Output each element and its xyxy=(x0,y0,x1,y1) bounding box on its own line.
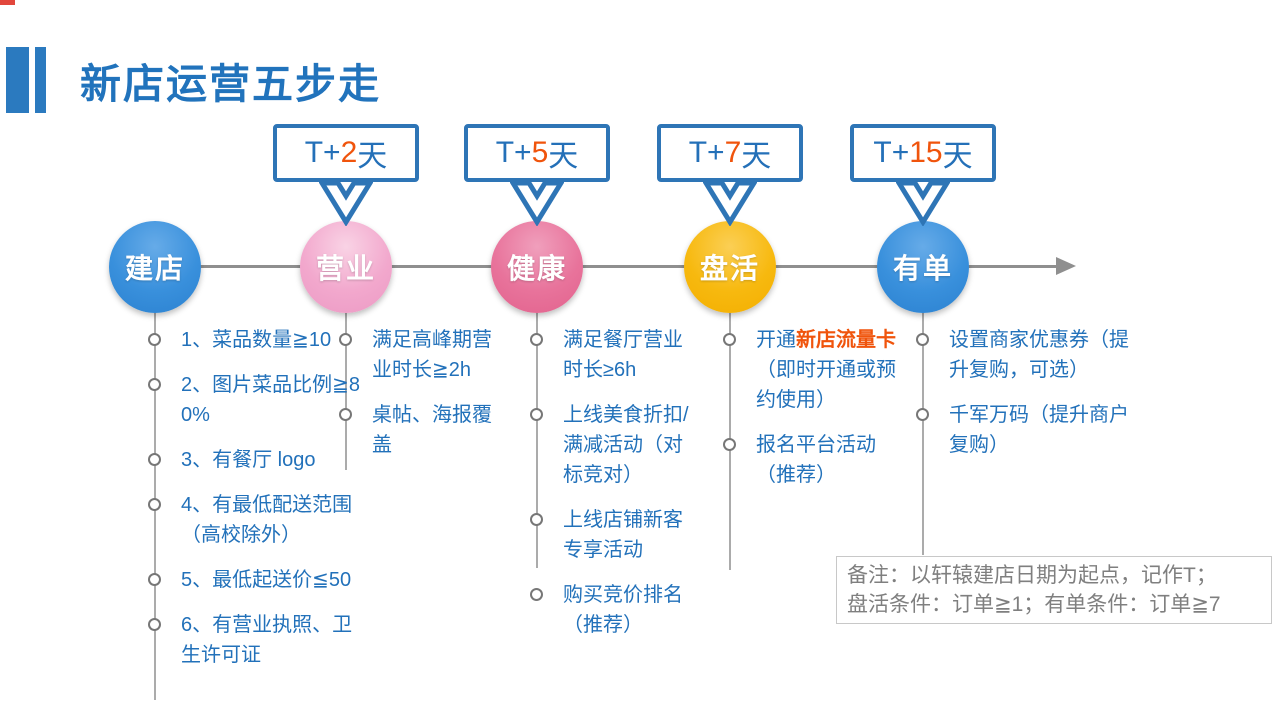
stage-items-column-4: 设置商家优惠券（提升复购，可选） 千军万码（提升商户复购） xyxy=(916,325,1141,475)
timeline-arrowhead-icon xyxy=(1056,257,1076,275)
callout-down-arrow-icon xyxy=(510,180,564,226)
stage-circle-1: 营业 xyxy=(300,221,392,313)
callout-text: 15 xyxy=(909,136,943,169)
ring-marker-icon xyxy=(148,453,161,466)
stage-circle-3: 盘活 xyxy=(684,221,776,313)
stage-items-column-1: 满足高峰期营业时长≧2h 桌帖、海报覆盖 xyxy=(339,325,504,475)
stage-items-column-0: 1、菜品数量≧10 2、图片菜品比例≧80% 3、有餐厅 logo 4、有最低配送范围… xyxy=(148,325,363,685)
callout-text: 天 xyxy=(548,140,579,173)
callout-text: 7 xyxy=(724,136,742,169)
item-text: 2、图片菜品比例≧80% xyxy=(181,374,361,426)
callout-text: T+ xyxy=(495,136,532,169)
stage-label: 盘活 xyxy=(699,253,760,284)
item-text: 4、有最低配送范围（高校除外） xyxy=(181,494,353,546)
stage-item: 桌帖、海报覆盖 xyxy=(339,400,504,460)
callout-down-arrow-icon xyxy=(896,180,950,226)
item-text: 桌帖、海报覆盖 xyxy=(372,404,492,456)
item-text: 满足餐厅营业时长≥6h xyxy=(563,329,683,381)
ring-marker-icon xyxy=(530,408,543,421)
page-title: 新店运营五步走 xyxy=(80,61,381,107)
callout-text: 5 xyxy=(531,136,549,169)
ring-marker-icon xyxy=(916,408,929,421)
stage-item: 4、有最低配送范围（高校除外） xyxy=(148,490,363,550)
stage-label: 有单 xyxy=(892,253,953,284)
stage-item: 设置商家优惠券（提升复购，可选） xyxy=(916,325,1141,385)
stage-item: 开通新店流量卡 （即时开通或预约使用） xyxy=(723,325,908,415)
stage-item: 上线店铺新客专享活动 xyxy=(530,505,697,565)
callout-text: 天 xyxy=(942,140,973,173)
item-text: 报名平台活动（推荐） xyxy=(756,434,876,486)
stage-item: 2、图片菜品比例≧80% xyxy=(148,370,363,430)
ring-marker-icon xyxy=(339,408,352,421)
title-accent-bar-narrow xyxy=(35,47,46,113)
callout-text: 2 xyxy=(340,136,358,169)
timeline-axis xyxy=(155,265,1058,268)
ring-marker-icon xyxy=(530,513,543,526)
item-text: 6、有营业执照、卫生许可证 xyxy=(181,614,353,666)
callout-text: T+ xyxy=(688,136,725,169)
stage-label: 建店 xyxy=(124,253,185,284)
item-text: 设置商家优惠券（提升复购，可选） xyxy=(949,329,1129,381)
ring-marker-icon xyxy=(530,333,543,346)
stage-connector-line xyxy=(345,313,347,470)
ring-marker-icon xyxy=(916,333,929,346)
callout-text: 天 xyxy=(357,140,388,173)
item-text: 开通 xyxy=(756,329,796,351)
stage-label: 营业 xyxy=(315,253,376,284)
stage-circle-4: 有单 xyxy=(877,221,969,313)
item-text: 购买竞价排名（推荐） xyxy=(563,584,683,636)
stage-circle-0: 建店 xyxy=(109,221,201,313)
corner-decoration xyxy=(0,0,15,5)
callout-text: T+ xyxy=(873,136,910,169)
stage-item: 满足餐厅营业时长≥6h xyxy=(530,325,697,385)
stage-connector-line xyxy=(922,313,924,555)
stage-item: 上线美食折扣/满减活动（对标竞对） xyxy=(530,400,697,490)
stage-connector-line xyxy=(536,313,538,568)
item-text: （即时开通或预约使用） xyxy=(756,359,896,411)
note-line-2: 盘活条件：订单≧1；有单条件：订单≧7 xyxy=(847,593,1221,616)
stage-item: 千军万码（提升商户复购） xyxy=(916,400,1141,460)
callout-down-arrow-icon xyxy=(319,180,373,226)
callout-text: 天 xyxy=(741,140,772,173)
note-box: 备注：以轩辕建店日期为起点，记作T； 盘活条件：订单≧1；有单条件：订单≧7 xyxy=(836,556,1272,624)
ring-marker-icon xyxy=(723,333,736,346)
stage-item: 报名平台活动（推荐） xyxy=(723,430,908,490)
stage-items-column-3: 开通新店流量卡 （即时开通或预约使用） 报名平台活动（推荐） xyxy=(723,325,908,505)
note-line-1: 备注：以轩辕建店日期为起点，记作T； xyxy=(847,564,1217,587)
stage-item: 满足高峰期营业时长≧2h xyxy=(339,325,504,385)
item-text: 1、菜品数量≧10 xyxy=(181,329,332,351)
stage-items-column-2: 满足餐厅营业时长≥6h 上线美食折扣/满减活动（对标竞对） 上线店铺新客专享活动购买… xyxy=(530,325,697,655)
ring-marker-icon xyxy=(148,618,161,631)
callout-text: T+ xyxy=(304,136,341,169)
item-text: 上线美食折扣/满减活动（对标竞对） xyxy=(563,404,689,486)
ring-marker-icon xyxy=(339,333,352,346)
ring-marker-icon xyxy=(530,588,543,601)
item-text-accent: 新店流量卡 xyxy=(796,329,896,351)
stage-label: 健康 xyxy=(506,253,567,284)
stage-item: 6、有营业执照、卫生许可证 xyxy=(148,610,363,670)
ring-marker-icon xyxy=(148,378,161,391)
item-text: 3、有餐厅 logo xyxy=(181,449,316,471)
stage-item: 购买竞价排名（推荐） xyxy=(530,580,697,640)
stage-item: 5、最低起送价≦50 xyxy=(148,565,363,595)
title-accent-bar-wide xyxy=(6,47,29,113)
ring-marker-icon xyxy=(148,573,161,586)
ring-marker-icon xyxy=(723,438,736,451)
stage-item: 3、有餐厅 logo xyxy=(148,445,363,475)
ring-marker-icon xyxy=(148,333,161,346)
item-text: 5、最低起送价≦50 xyxy=(181,569,352,591)
item-text: 满足高峰期营业时长≧2h xyxy=(372,329,492,381)
stage-item: 1、菜品数量≧10 xyxy=(148,325,363,355)
item-text: 上线店铺新客专享活动 xyxy=(563,509,683,561)
callout-down-arrow-icon xyxy=(703,180,757,226)
item-text: 千军万码（提升商户复购） xyxy=(949,404,1129,456)
ring-marker-icon xyxy=(148,498,161,511)
stage-circle-2: 健康 xyxy=(491,221,583,313)
